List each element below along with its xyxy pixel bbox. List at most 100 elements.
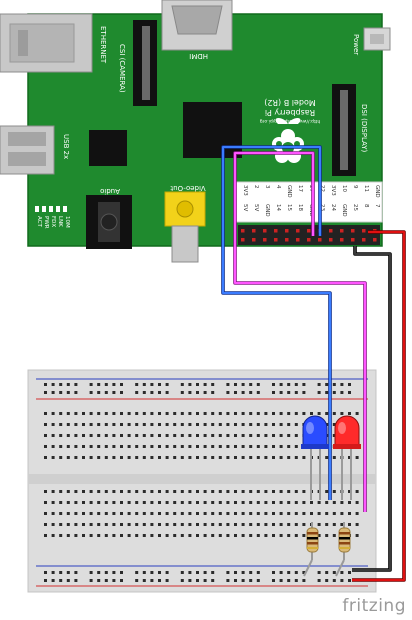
breadboard-hole (272, 412, 275, 415)
breadboard-hole (74, 501, 78, 504)
gpio-pin (296, 229, 300, 233)
breadboard-hole (89, 423, 93, 426)
led-label-10m: 10M (64, 216, 70, 228)
breadboard-hole (188, 456, 192, 459)
gpio-label-panel (235, 181, 383, 223)
gpio-pin (340, 229, 344, 233)
breadboard-hole (256, 423, 260, 426)
breadboard-hole (142, 434, 146, 437)
breadboard-hole (112, 445, 116, 448)
breadboard-hole (150, 579, 154, 582)
breadboard-hole (302, 412, 306, 415)
breadboard-hole (165, 456, 169, 459)
breadboard-hole (272, 445, 275, 448)
breadboard-hole (135, 501, 139, 504)
gpio-label-top: 23 (319, 204, 325, 211)
breadboard-hole (241, 523, 245, 526)
board-model-line1: Raspberry Pi (265, 108, 315, 117)
breadboard-hole (173, 412, 177, 415)
breadboard-hole (97, 412, 101, 415)
breadboard-hole (51, 383, 55, 386)
breadboard-hole (135, 423, 139, 426)
breadboard-hole (264, 490, 268, 493)
camera-label: CSI (CAMERA) (118, 44, 126, 93)
breadboard-hole (272, 423, 275, 426)
breadboard-hole (173, 512, 177, 515)
breadboard-hole (142, 445, 146, 448)
breadboard-hole (355, 512, 359, 515)
breadboard-hole (66, 490, 70, 493)
breadboard-hole (44, 534, 47, 537)
breadboard-hole (104, 534, 108, 537)
breadboard-hole (241, 501, 245, 504)
breadboard-hole (97, 523, 101, 526)
breadboard-hole (165, 571, 169, 574)
breadboard-hole (211, 445, 215, 448)
breadboard-hole (135, 383, 139, 386)
breadboard-hole (180, 423, 184, 426)
breadboard-hole (158, 501, 161, 504)
breadboard-hole (142, 456, 146, 459)
breadboard-hole (196, 571, 199, 574)
breadboard-hole (211, 391, 215, 394)
breadboard-hole (325, 412, 329, 415)
breadboard-hole (51, 456, 55, 459)
breadboard-hole (112, 423, 116, 426)
breadboard-hole (104, 523, 108, 526)
breadboard-hole (135, 512, 139, 515)
breadboard-hole (135, 412, 139, 415)
breadboard-hole (272, 391, 275, 394)
breadboard-hole (355, 456, 359, 459)
breadboard-hole (302, 571, 306, 574)
breadboard-hole (135, 523, 139, 526)
breadboard-hole (348, 490, 351, 493)
breadboard-hole (234, 501, 237, 504)
breadboard-hole (82, 423, 85, 426)
breadboard-hole (89, 434, 93, 437)
breadboard-hole (226, 490, 230, 493)
breadboard-hole (279, 456, 283, 459)
breadboard-hole (120, 412, 123, 415)
breadboard-hole (287, 523, 291, 526)
breadboard-hole (127, 445, 131, 448)
breadboard-hole (97, 391, 101, 394)
gpio-label-bottom: 11 (363, 185, 369, 192)
breadboard-hole (294, 501, 298, 504)
breadboard-hole (302, 512, 306, 515)
usb-label: USB 2x (62, 134, 70, 159)
display-label: DSI (DISPLAY) (360, 104, 368, 153)
breadboard-hole (89, 391, 93, 394)
breadboard-hole (150, 512, 154, 515)
breadboard-hole (226, 512, 230, 515)
breadboard-hole (66, 512, 70, 515)
gpio-pin (285, 238, 289, 242)
breadboard-hole (142, 579, 146, 582)
gpio-label-bottom: 3 (264, 185, 270, 189)
gpio-pin (362, 229, 366, 233)
breadboard-hole (317, 534, 321, 537)
breadboard-hole (142, 490, 146, 493)
gpio-label-top: 24 (330, 204, 336, 211)
breadboard-hole (112, 534, 116, 537)
breadboard-hole (287, 445, 291, 448)
breadboard-hole (120, 571, 123, 574)
gpio-pin (373, 238, 377, 242)
gpio-pin (340, 238, 344, 242)
breadboard-hole (302, 490, 306, 493)
breadboard-hole (203, 490, 207, 493)
breadboard-hole (120, 423, 123, 426)
breadboard-hole (302, 501, 306, 504)
breadboard-hole (325, 512, 329, 515)
breadboard-hole (332, 412, 336, 415)
breadboard-hole (180, 490, 184, 493)
breadboard-hole (51, 490, 55, 493)
breadboard-hole (173, 490, 177, 493)
breadboard-hole (188, 412, 192, 415)
breadboard-hole (332, 434, 336, 437)
breadboard-hole (74, 434, 78, 437)
breadboard-hole (325, 391, 329, 394)
breadboard-hole (203, 501, 207, 504)
breadboard-hole (120, 490, 123, 493)
breadboard-hole (165, 523, 169, 526)
breadboard-hole (165, 434, 169, 437)
